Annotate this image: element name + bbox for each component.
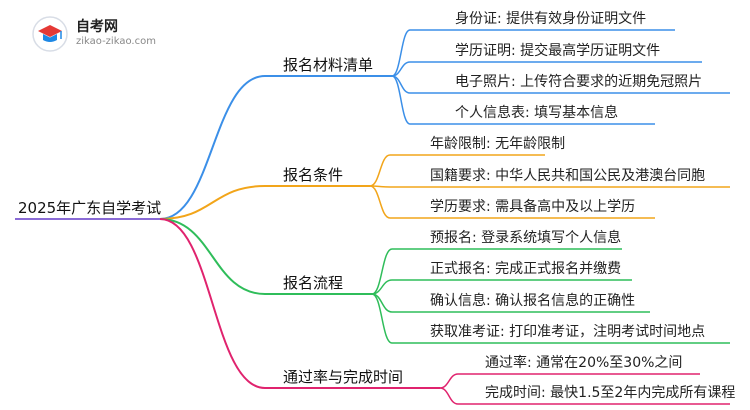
leaf-admission-ticket[interactable]: 获取准考证: 打印准考证，注明考试时间地点 [430,324,706,340]
leaf-nationality[interactable]: 国籍要求: 中华人民共和国公民及港澳台同胞 [430,168,706,184]
leaf-connector-1-2 [369,185,391,219]
leaf-connector-3-1 [439,387,459,405]
leaf-photo[interactable]: 电子照片: 上传符合要求的近期免冠照片 [455,74,703,90]
leaf-pass-rate[interactable]: 通过率: 通常在20%至30%之间 [485,355,683,371]
leaf-info-form[interactable]: 个人信息表: 填写基本信息 [455,105,619,121]
site-logo[interactable]: 自考网 zikao-zikao.com [30,14,180,54]
branch-connector-2 [159,218,266,295]
leaf-formal-register[interactable]: 正式报名: 完成正式报名并缴费 [430,261,622,277]
branch-pass-rate[interactable]: 通过率与完成时间 [283,368,404,386]
leaf-connector-0-3 [391,75,411,125]
leaf-connector-3-0 [439,373,459,389]
leaf-degree-proof[interactable]: 学历证明: 提交最高学历证明文件 [455,43,661,59]
leaf-connector-1-0 [369,154,391,187]
leaf-confirm-info[interactable]: 确认信息: 确认报名信息的正确性 [430,293,636,309]
leaf-connector-0-0 [391,29,411,77]
leaf-pre-register[interactable]: 预报名: 登录系统填写个人信息 [430,230,622,246]
branch-process[interactable]: 报名流程 [283,274,344,292]
graduation-cap-icon [32,16,68,52]
leaf-id-card[interactable]: 身份证: 提供有效身份证明文件 [455,11,647,27]
leaf-age[interactable]: 年龄限制: 无年龄限制 [430,136,566,152]
branch-conditions[interactable]: 报名条件 [283,166,344,184]
logo-title: 自考网 [76,19,118,35]
branch-connector-0 [159,75,266,220]
leaf-completion-time[interactable]: 完成时间: 最快1.5至2年内完成所有课程 [485,385,736,401]
leaf-connector-2-3 [371,293,393,344]
leaf-connector-2-0 [371,248,393,295]
branch-connector-3 [159,218,266,389]
root-topic[interactable]: 2025年广东自学考试 [18,199,162,217]
branch-connector-1 [159,185,266,220]
branch-materials[interactable]: 报名材料清单 [283,56,374,74]
logo-url: zikao-zikao.com [76,36,156,47]
leaf-education[interactable]: 学历要求: 需具备高中及以上学历 [430,199,636,215]
